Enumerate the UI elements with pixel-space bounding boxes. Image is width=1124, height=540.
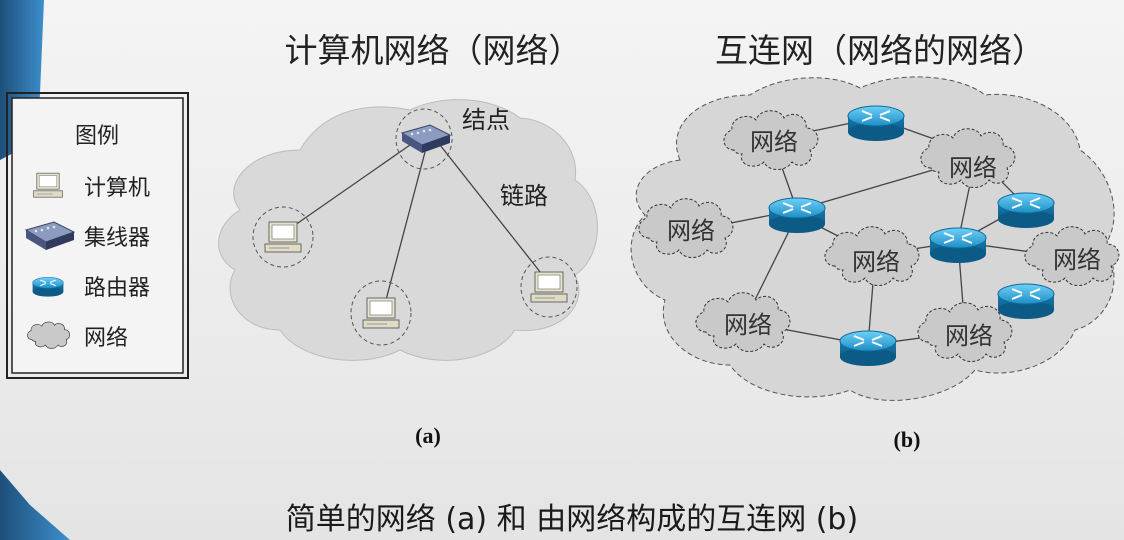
router-icon [768, 197, 826, 234]
computer-icon [33, 172, 63, 198]
computer-icon [530, 271, 568, 303]
node-circle [350, 280, 412, 346]
cloud-label: 网络 [945, 322, 993, 350]
node-circle [252, 206, 314, 268]
link-label: 链路 [500, 182, 548, 210]
link-a-3 [439, 144, 549, 283]
computer-icon [264, 221, 302, 253]
legend-outer-border [6, 92, 189, 379]
computer-icon [362, 297, 400, 329]
node-label: 结点 [462, 106, 510, 134]
node-circle [395, 108, 453, 170]
diagram-b: 互连网（网络的网络） [630, 31, 1120, 452]
legend-item-label: 计算机 [84, 176, 150, 201]
link-a-2 [381, 151, 426, 316]
legend-title: 图例 [75, 124, 119, 149]
legend-item-label: 路由器 [84, 276, 150, 301]
diagram-b-title: 互连网（网络的网络） [715, 31, 1045, 70]
cloud-label: 网络 [1053, 246, 1101, 274]
router-icon [929, 227, 987, 264]
legend-item-label: 集线器 [84, 226, 150, 251]
cloud-label: 网络 [750, 128, 798, 156]
cloud-label: 网络 [949, 154, 997, 182]
diagram-b-letter: (b) [894, 427, 921, 452]
diagram-a-title: 计算机网络（网络） [285, 31, 582, 70]
cloud-label: 网络 [852, 248, 900, 276]
router-icon [997, 192, 1055, 229]
cloud-label: 网络 [724, 311, 772, 339]
cloud-label: 网络 [667, 217, 715, 245]
node-circle [520, 256, 578, 318]
figure-caption: 简单的网络 (a) 和 由网络构成的互连网 (b) [286, 502, 858, 537]
legend: 图例 计算机 集线器 路由器 网络 [6, 92, 189, 379]
router-icon [32, 276, 64, 298]
legend-item-label: 网络 [84, 326, 128, 351]
router-icon [839, 330, 897, 367]
diagram-a-letter: (a) [415, 423, 441, 448]
router-icon [997, 283, 1055, 320]
diagram-a: 计算机网络（网络） 结点 链路 (a) [218, 31, 598, 448]
router-icon [847, 105, 905, 142]
decor-stripe-bottom [0, 470, 70, 540]
link-a-1 [284, 144, 411, 233]
